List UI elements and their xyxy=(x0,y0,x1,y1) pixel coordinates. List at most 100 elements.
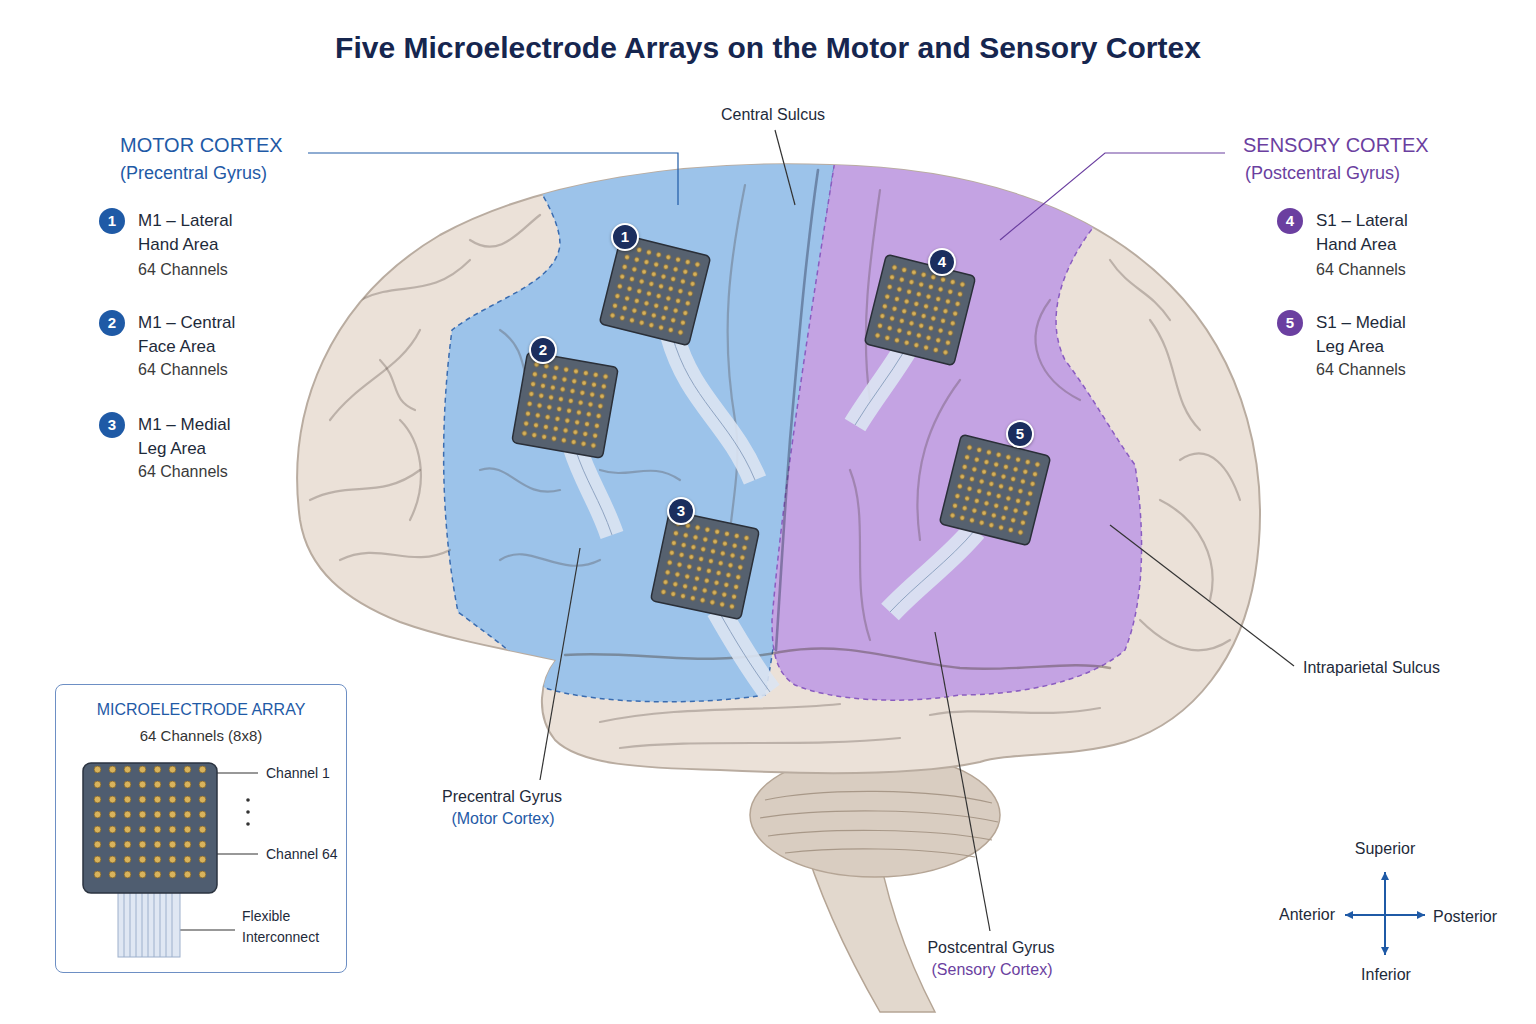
electrode-array xyxy=(512,352,619,459)
electrode-array xyxy=(599,234,711,346)
cerebellum xyxy=(785,849,975,857)
inset-chip xyxy=(83,763,250,957)
compass-label: Superior xyxy=(1355,839,1415,859)
ribbon-cable xyxy=(575,448,612,535)
array-number: 2 xyxy=(529,336,557,364)
channel-count: 64 Channels xyxy=(138,461,228,483)
sulcus-line xyxy=(1036,300,1080,400)
ribbon-cable xyxy=(575,448,612,535)
electrode-array xyxy=(872,262,969,359)
lateral-fissure xyxy=(565,648,1110,668)
leader-line xyxy=(935,632,990,931)
channel-count: 64 Channels xyxy=(1316,359,1406,381)
sulcus-line xyxy=(600,704,840,722)
ribbon-cable xyxy=(890,530,975,612)
sulcus-line xyxy=(1180,454,1240,500)
ribbon-cable xyxy=(672,335,755,480)
compass-arrows xyxy=(1345,914,1425,916)
callout-digit: 1 xyxy=(108,212,116,230)
sulcus-line xyxy=(600,470,680,480)
anatomy-label: Central Sulcus xyxy=(721,105,825,125)
channel-label: Channel 64 xyxy=(266,845,338,863)
diagram-title: Five Microelectrode Arrays on the Motor … xyxy=(335,28,1201,68)
leader-line xyxy=(180,130,1294,931)
electrode-array xyxy=(864,254,976,366)
channel-label: Channel 1 xyxy=(266,764,330,782)
leader-line xyxy=(217,772,258,773)
electrode-array xyxy=(512,352,619,459)
sulcus-line xyxy=(470,215,540,247)
electrode-array xyxy=(939,434,1051,546)
inset-chip xyxy=(83,763,217,893)
sulcus-line xyxy=(330,330,420,420)
leader-line xyxy=(217,853,258,854)
interconnect-label: Flexible Interconnect xyxy=(242,906,337,948)
inset-heading: MICROELECTRODE ARRAY xyxy=(97,699,306,721)
region-heading: SENSORY CORTEX xyxy=(1243,132,1429,158)
inset-subtitle: 64 Channels (8x8) xyxy=(140,725,263,747)
ribbon-cable xyxy=(718,610,770,692)
callout-digit: 2 xyxy=(539,341,547,359)
compass-arrows xyxy=(1384,872,1386,955)
inset-chip xyxy=(118,891,180,957)
cerebellum xyxy=(765,791,992,803)
ribbon-cable xyxy=(575,335,975,692)
sulcus-line xyxy=(620,738,900,748)
cortex-region xyxy=(310,156,1240,748)
electrode-array xyxy=(658,518,753,613)
leader-line xyxy=(1110,525,1294,666)
sulcus-line xyxy=(500,554,600,566)
anatomy-label: Intraparietal Sulcus xyxy=(1303,658,1440,678)
inset-chip xyxy=(246,798,250,802)
area-label: M1 – Central Face Area xyxy=(138,311,253,359)
leader-line xyxy=(1000,153,1225,240)
array-number: 3 xyxy=(667,497,695,525)
region-subheading: (Postcentral Gyrus) xyxy=(1245,161,1400,185)
array-number: 4 xyxy=(928,248,956,276)
callout-digit: 4 xyxy=(938,253,946,271)
channel-count: 64 Channels xyxy=(138,359,228,381)
electrode-array xyxy=(939,434,1051,546)
anatomy-sublabel: (Sensory Cortex) xyxy=(932,960,1053,980)
leader-line xyxy=(308,153,678,205)
compass-label: Anterior xyxy=(1279,905,1335,925)
inset-chip xyxy=(90,765,210,885)
sulcus-line xyxy=(1140,620,1230,650)
array-number: 5 xyxy=(1006,420,1034,448)
electrode-array xyxy=(607,242,704,339)
callout-number: 2 xyxy=(99,310,125,336)
electrode-array xyxy=(519,359,612,452)
callout-digit: 1 xyxy=(621,228,629,246)
compass-label: Inferior xyxy=(1361,965,1411,985)
sulcus-line xyxy=(1150,320,1200,430)
sulcus-line xyxy=(310,185,1240,748)
leader-line xyxy=(775,130,795,205)
callout-number: 5 xyxy=(1277,310,1303,336)
callout-number: 1 xyxy=(99,208,125,234)
callout-digit: 3 xyxy=(677,502,685,520)
sulcus-line xyxy=(340,550,450,560)
electrode-array xyxy=(512,234,1051,619)
sulcus-line xyxy=(380,360,415,410)
ribbon-cable xyxy=(672,335,755,480)
sulcus-line xyxy=(930,708,1100,715)
cerebellum xyxy=(768,830,992,840)
electrode-array xyxy=(864,254,976,366)
sulcus-line xyxy=(1110,260,1170,320)
callout-digit: 5 xyxy=(1286,314,1294,332)
channel-count: 64 Channels xyxy=(138,259,228,281)
channel-count: 64 Channels xyxy=(1316,259,1406,281)
sulcus-line xyxy=(360,260,470,300)
sulcus-line xyxy=(480,468,560,491)
electrode-array xyxy=(947,442,1044,539)
ribbon-cable xyxy=(855,350,905,425)
leader-line xyxy=(180,929,235,930)
leader-line xyxy=(540,548,580,780)
area-label: S1 – Lateral Hand Area xyxy=(1316,209,1431,257)
central-sulcus xyxy=(776,170,818,650)
cerebellum xyxy=(760,811,998,822)
ribbon-cable xyxy=(855,350,905,425)
region-heading: MOTOR CORTEX xyxy=(120,132,283,158)
